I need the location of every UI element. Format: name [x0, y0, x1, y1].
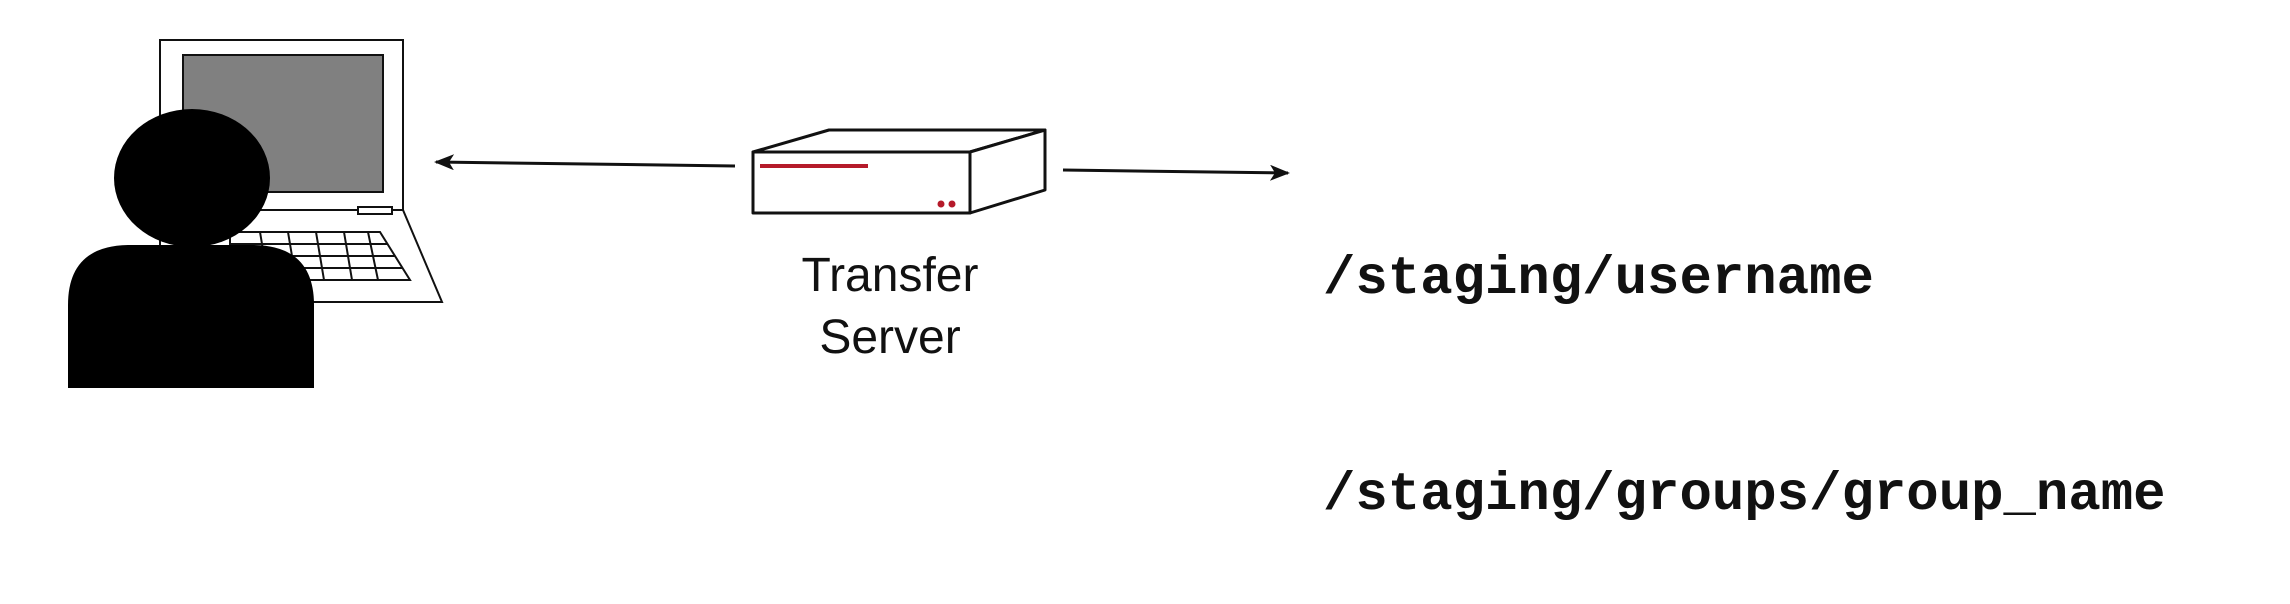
staging-path-user: /staging/username: [1323, 249, 1874, 310]
server-led-1: [937, 200, 945, 208]
server-label-line2: Server: [819, 311, 961, 364]
user-head: [114, 109, 270, 247]
arrow-server-to-storage: [1062, 164, 1290, 181]
server-label: Transfer Server: [720, 245, 1060, 369]
transfer-diagram: [68, 39, 1290, 388]
server-icon: [751, 128, 1047, 215]
user-icon: [68, 109, 314, 388]
laptop-trackpad: [357, 206, 393, 215]
staging-paths: /staging/username /staging/groups/group_…: [1323, 100, 2166, 604]
server-led-2: [948, 200, 956, 208]
server-label-line1: Transfer: [801, 249, 979, 302]
server-front: [751, 150, 972, 215]
staging-path-group: /staging/groups/group_name: [1323, 465, 2166, 526]
arrow-server-to-user: [434, 154, 736, 171]
user-body: [68, 245, 314, 388]
